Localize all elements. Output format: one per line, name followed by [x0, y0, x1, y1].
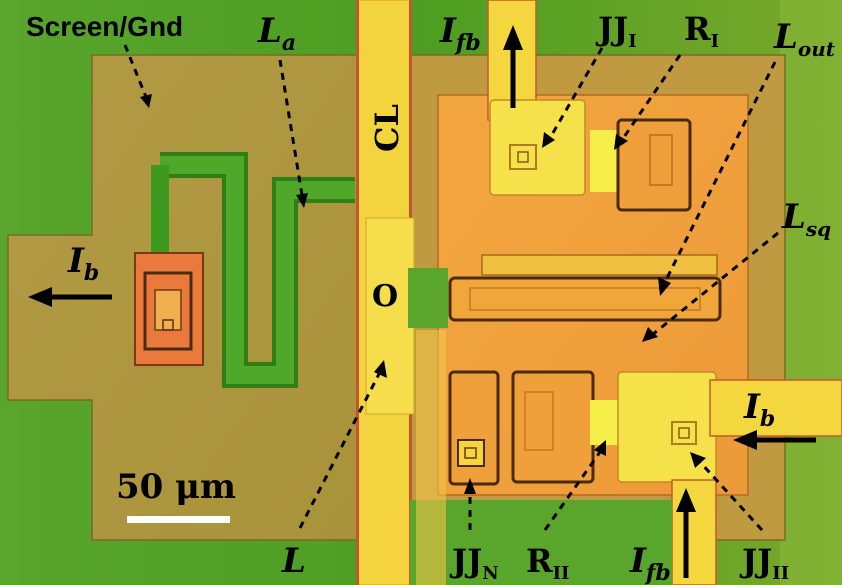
- arrow-jj2: [698, 460, 764, 532]
- left-contact-inner: [154, 289, 182, 331]
- output-pad: [365, 217, 415, 415]
- washer-lsq: [448, 276, 722, 322]
- r1-pad: [616, 118, 692, 212]
- label-jjn: JJN: [449, 542, 499, 584]
- label-jjn-sub: N: [482, 563, 498, 584]
- label-ifb-top: Ifb: [439, 11, 481, 56]
- label-ib-left-sub: b: [84, 260, 99, 286]
- label-ifb-top-main: I: [439, 11, 457, 51]
- jjn-junction: [457, 439, 485, 467]
- label-jj1: JJI: [595, 10, 637, 52]
- arrow-ib-right-head: [733, 430, 757, 450]
- arrow-jjn-head: [464, 478, 476, 494]
- substrate-edge: [780, 0, 842, 585]
- label-ifb-top-sub: fb: [454, 30, 481, 56]
- label-r2: RII: [526, 542, 569, 584]
- label-jj1-main: JJ: [595, 10, 628, 48]
- washer-top: [481, 254, 718, 276]
- arrow-lout: [663, 61, 777, 283]
- label-r2-sub: II: [553, 563, 570, 584]
- label-ifb-bottom-sub: fb: [644, 560, 671, 585]
- arrow-jj2-head: [690, 452, 706, 468]
- label-jj1-sub: I: [628, 31, 636, 52]
- arrow-la: [278, 59, 304, 196]
- jjn-pad: [448, 370, 500, 486]
- r1-pad-inner: [649, 134, 673, 186]
- label-ib-left-main: I: [67, 241, 85, 281]
- label-screen-gnd: Screen/Gnd: [26, 11, 183, 42]
- jj2-via: [678, 427, 690, 439]
- arrow-ifb-bottom-head: [676, 488, 696, 512]
- arrow-jj1-head: [542, 132, 555, 148]
- central-line-edge-left: [356, 0, 359, 585]
- scale-bar: [127, 516, 230, 523]
- label-lout-main: L: [773, 17, 798, 57]
- feedback-line-bottom: [671, 479, 717, 585]
- jj2-pad: [617, 371, 717, 483]
- label-lsq: Lsq: [781, 197, 831, 241]
- label-lout-sub: out: [798, 37, 836, 61]
- label-cl: CL: [368, 104, 406, 152]
- label-scale: 50 μm: [116, 467, 236, 507]
- left-contact-window: [143, 271, 193, 351]
- arrow-la-head: [296, 193, 308, 208]
- arrow-r2: [543, 451, 602, 531]
- r2-resistor: [590, 400, 620, 445]
- left-contact-via: [162, 319, 174, 331]
- label-la: La: [257, 11, 296, 56]
- arrow-lout-head: [658, 277, 671, 296]
- bias-line-right: [709, 379, 842, 437]
- label-ib-right-sub: b: [760, 406, 775, 432]
- label-jjn-main: JJ: [449, 542, 482, 580]
- label-l: L: [281, 541, 306, 581]
- arrow-ib-left-head: [28, 287, 52, 307]
- arrow-screen-gnd-head: [140, 94, 152, 108]
- label-ifb-bottom: Ifb: [629, 541, 671, 585]
- jj1-junction: [509, 144, 537, 170]
- label-r1-sub: I: [711, 31, 719, 52]
- label-lsq-sub: sq: [805, 217, 831, 241]
- label-o: O: [372, 279, 398, 314]
- label-la-main: L: [257, 11, 282, 51]
- label-jj2: JJII: [739, 542, 789, 584]
- arrow-r1-head: [614, 134, 628, 150]
- arrow-lsq: [651, 231, 779, 337]
- bottom-substrate: [410, 500, 672, 585]
- label-r2-main: R: [526, 542, 553, 580]
- label-r1-main: R: [684, 10, 711, 48]
- gap-green: [408, 268, 448, 328]
- arrow-lsq-head: [642, 327, 658, 342]
- label-lsq-main: L: [781, 197, 806, 237]
- washer-slit: [469, 287, 701, 311]
- jjn-via: [464, 447, 477, 459]
- arrow-screen-gnd: [123, 44, 148, 98]
- label-ib-right: Ib: [743, 387, 775, 432]
- label-la-sub: a: [282, 30, 296, 56]
- arrow-l-head: [374, 360, 387, 378]
- jj1-via: [517, 151, 529, 163]
- arrow-jj1: [548, 47, 604, 139]
- label-ib-right-main: I: [743, 387, 761, 427]
- label-jj2-main: JJ: [739, 542, 772, 580]
- inductor-la: [160, 156, 355, 384]
- r1-resistor: [590, 130, 620, 192]
- annotation-arrows: [123, 44, 779, 532]
- arrow-r2-head: [594, 440, 606, 456]
- r2-pad-inner: [524, 391, 554, 451]
- jj1-pad: [489, 99, 586, 196]
- label-r1: RI: [684, 10, 719, 52]
- label-lout: Lout: [773, 17, 836, 61]
- arrow-r1: [620, 54, 682, 141]
- label-ib-left: Ib: [67, 241, 99, 286]
- arrow-ifb-top-head: [503, 25, 523, 50]
- arrow-l: [298, 371, 382, 529]
- label-jj2-sub: II: [772, 563, 789, 584]
- jj2-junction: [671, 421, 697, 445]
- left-strip: [416, 330, 446, 585]
- current-arrows: [28, 25, 816, 578]
- label-ifb-bottom-main: I: [629, 541, 647, 581]
